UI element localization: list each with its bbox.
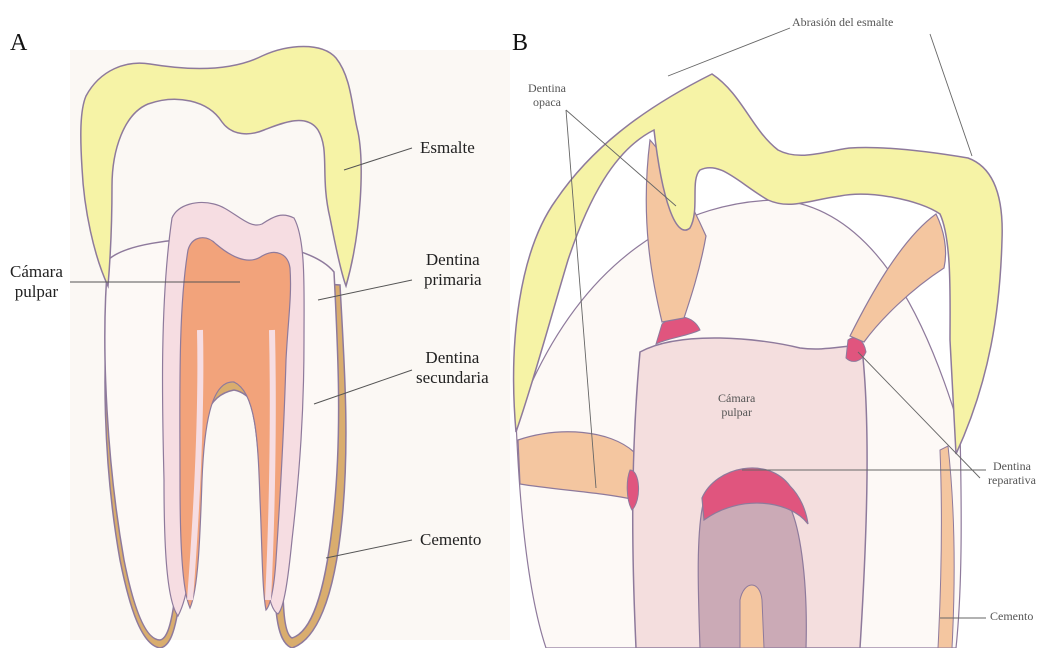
label-abrasion-text: Abrasión del esmalte <box>792 15 893 29</box>
label-dentina-primaria-line2: primaria <box>424 270 482 289</box>
label-dentina-opaca-line1: Dentina <box>528 81 566 95</box>
label-camara-pulpar-b: Cámara pulpar <box>718 392 755 420</box>
label-dentina-secundaria-line2: secundaria <box>416 368 489 387</box>
panel-b-tooth <box>512 40 1046 648</box>
panel-b-letter: B <box>512 30 528 57</box>
canal-b <box>740 585 764 648</box>
label-dentina-primaria-line1: Dentina <box>426 250 480 269</box>
label-dentina-reparativa-line1: Dentina <box>993 459 1031 473</box>
label-camara-pulpar-a: Cámara pulpar <box>10 262 63 301</box>
label-abrasion: Abrasión del esmalte <box>792 16 893 30</box>
label-cemento-b-text: Cemento <box>990 609 1033 623</box>
label-cemento-a-text: Cemento <box>420 530 481 549</box>
label-camara-line1: Cámara <box>10 262 63 281</box>
label-dentina-opaca: Dentina opaca <box>528 82 566 110</box>
label-dentina-secundaria: Dentina secundaria <box>416 348 489 387</box>
label-esmalte: Esmalte <box>420 138 475 158</box>
label-dentina-opaca-line2: opaca <box>533 95 561 109</box>
label-dentina-reparativa: Dentina reparativa <box>988 460 1036 488</box>
label-camara-b-line2: pulpar <box>721 405 752 419</box>
label-cemento-a: Cemento <box>420 530 481 550</box>
label-cemento-b: Cemento <box>990 610 1033 624</box>
label-dentina-reparativa-line2: reparativa <box>988 473 1036 487</box>
label-camara-line2: pulpar <box>15 282 58 301</box>
label-esmalte-text: Esmalte <box>420 138 475 157</box>
label-dentina-secundaria-line1: Dentina <box>425 348 479 367</box>
panel-a-letter: A <box>10 30 27 57</box>
label-dentina-primaria: Dentina primaria <box>424 250 482 289</box>
label-camara-b-line1: Cámara <box>718 391 755 405</box>
